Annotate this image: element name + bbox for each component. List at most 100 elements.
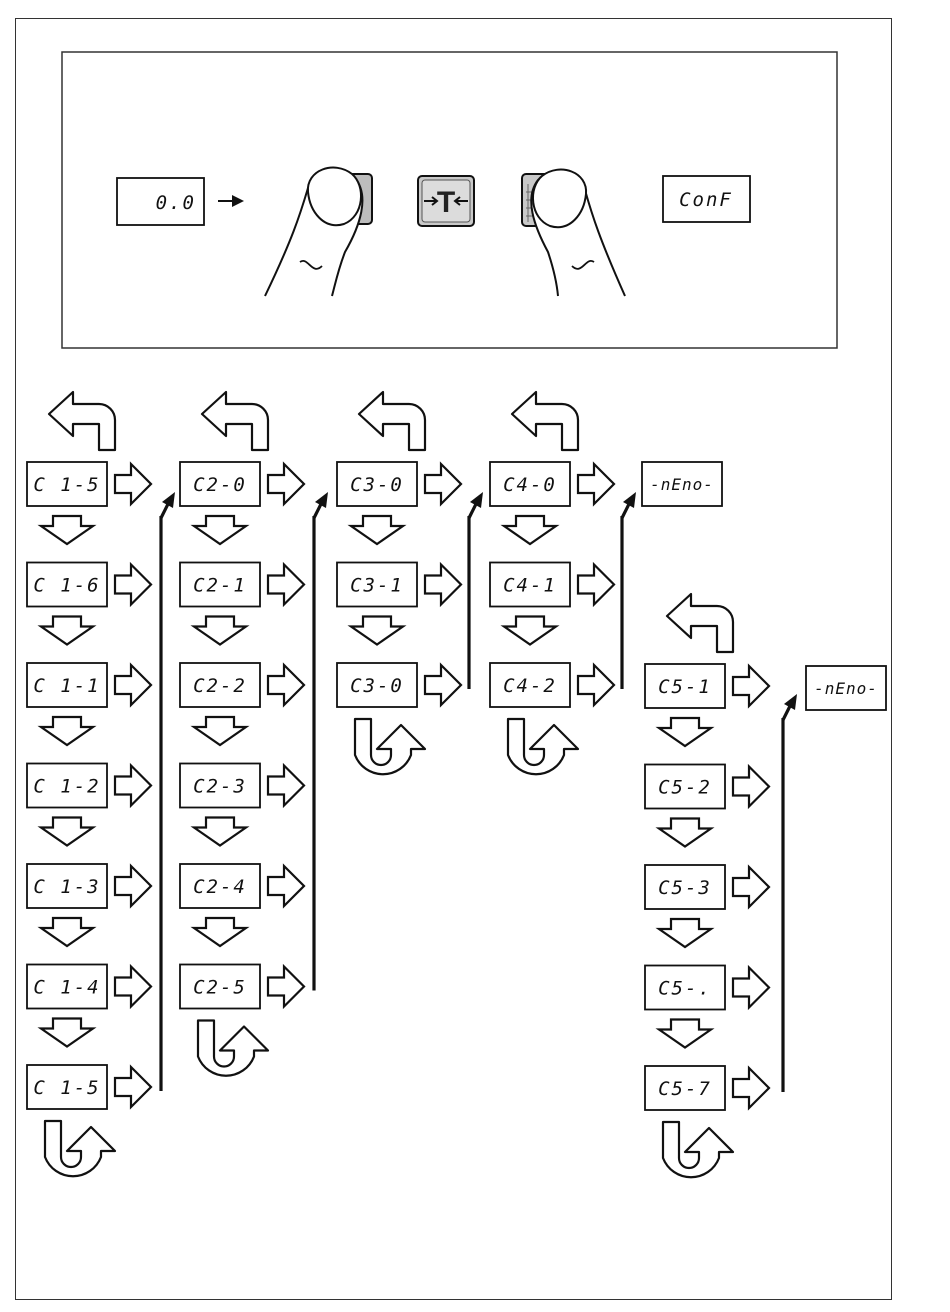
c1-loop-top-icon: [49, 392, 115, 450]
c2-next-arrow-3-icon: [268, 665, 304, 705]
c1-display-2-text: C 1-6: [33, 575, 100, 597]
c2-display-6-text: C2-5: [193, 977, 247, 999]
c2-down-arrow-5-icon: [194, 918, 246, 946]
c1-display-1: C 1-5: [27, 462, 107, 506]
c4-end-display-text: -nEno-: [650, 475, 714, 494]
c3-display-1-text: C3-0: [350, 474, 404, 496]
c5-next-arrow-5-icon: [733, 1068, 769, 1108]
c1-down-arrow-2-icon: [41, 617, 93, 645]
c3-display-3-text: C3-0: [350, 675, 404, 697]
c1-next-arrow-4-icon: [115, 766, 151, 806]
c4-display-3-text: C4-2: [503, 675, 557, 697]
c5-display-5-text: C5-7: [658, 1078, 712, 1100]
c3-loop-bottom-icon: [355, 719, 425, 774]
display-after-text: ConF: [679, 189, 733, 211]
c1-down-arrow-4-icon: [41, 818, 93, 846]
tare-key[interactable]: T: [418, 176, 474, 226]
c5-loop-bottom-icon: [663, 1122, 733, 1177]
finger-left-icon: [265, 168, 362, 296]
c1-loop-bottom-icon: [45, 1121, 115, 1176]
c2-down-arrow-3-icon: [194, 717, 246, 745]
finger-right-icon: [531, 170, 625, 296]
c1-next-arrow-3-icon: [115, 665, 151, 705]
c2-display-4: C2-3: [180, 764, 260, 808]
c1-display-3: C 1-1: [27, 663, 107, 707]
c2-display-1-text: C2-0: [193, 474, 247, 496]
c4-loop-top-icon: [512, 392, 578, 450]
c5-down-arrow-3-icon: [659, 919, 711, 947]
c2-display-3: C2-2: [180, 663, 260, 707]
c1-display-6-text: C 1-4: [33, 977, 100, 999]
c3-loop-top-icon: [359, 392, 425, 450]
c4-end-display: -nEno-: [642, 462, 722, 506]
c3-next-arrow-2-icon: [425, 565, 461, 605]
c2-next-arrow-4-icon: [268, 766, 304, 806]
c1-display-5-text: C 1-3: [33, 876, 100, 898]
c5-display-4-text: C5-.: [658, 978, 712, 1000]
display-before: 0.0: [117, 178, 204, 225]
c2-down-arrow-4-icon: [194, 818, 246, 846]
c4-next-arrow-1-icon: [578, 464, 614, 504]
c1-riser: [161, 492, 175, 1091]
c2-display-2: C2-1: [180, 563, 260, 607]
c1-display-7: C 1-5: [27, 1065, 107, 1109]
c5-display-1-text: C5-1: [658, 676, 712, 698]
c1-next-arrow-6-icon: [115, 967, 151, 1007]
c1-down-arrow-6-icon: [41, 1019, 93, 1047]
c5-down-arrow-2-icon: [659, 819, 711, 847]
c3-next-arrow-3-icon: [425, 665, 461, 705]
c2-display-5: C2-4: [180, 864, 260, 908]
c4-display-1-text: C4-0: [503, 474, 557, 496]
c3-display-3: C3-0: [337, 663, 417, 707]
c1-display-5: C 1-3: [27, 864, 107, 908]
c5-next-arrow-3-icon: [733, 867, 769, 907]
c5-riser: [783, 694, 797, 1092]
c3-down-arrow-1-icon: [351, 516, 403, 544]
c2-display-1: C2-0: [180, 462, 260, 506]
c1-next-arrow-2-icon: [115, 565, 151, 605]
c1-display-4: C 1-2: [27, 764, 107, 808]
c2-loop-top-icon: [202, 392, 268, 450]
c2-next-arrow-2-icon: [268, 565, 304, 605]
display-before-text: 0.0: [156, 192, 196, 214]
c2-down-arrow-2-icon: [194, 617, 246, 645]
c5-display-3: C5-3: [645, 865, 725, 909]
c3-next-arrow-1-icon: [425, 464, 461, 504]
display-after: ConF: [663, 176, 750, 222]
c2-next-arrow-5-icon: [268, 866, 304, 906]
c1-display-4-text: C 1-2: [33, 776, 100, 798]
arrow-right-icon: [218, 195, 244, 207]
c2-down-arrow-1-icon: [194, 516, 246, 544]
c3-display-1: C3-0: [337, 462, 417, 506]
c1-down-arrow-1-icon: [41, 516, 93, 544]
c2-next-arrow-1-icon: [268, 464, 304, 504]
c2-riser: [314, 492, 328, 991]
c4-next-arrow-3-icon: [578, 665, 614, 705]
c2-loop-bottom-icon: [198, 1021, 268, 1076]
c5-display-4: C5-.: [645, 966, 725, 1010]
c2-display-4-text: C2-3: [193, 776, 247, 798]
c1-next-arrow-7-icon: [115, 1067, 151, 1107]
c4-riser: [622, 492, 636, 689]
c5-display-5: C5-7: [645, 1066, 725, 1110]
c1-down-arrow-5-icon: [41, 918, 93, 946]
c1-display-3-text: C 1-1: [33, 675, 100, 697]
c5-next-arrow-4-icon: [733, 968, 769, 1008]
c5-display-2-text: C5-2: [658, 777, 712, 799]
tare-key-label: T: [437, 186, 455, 219]
c5-end-display-text: -nEno-: [814, 679, 878, 698]
c2-next-arrow-6-icon: [268, 967, 304, 1007]
c3-riser: [469, 492, 483, 689]
c4-down-arrow-1-icon: [504, 516, 556, 544]
c1-display-2: C 1-6: [27, 563, 107, 607]
c3-down-arrow-2-icon: [351, 617, 403, 645]
c5-down-arrow-4-icon: [659, 1020, 711, 1048]
c5-display-1: C5-1: [645, 664, 725, 708]
c4-display-2-text: C4-1: [503, 575, 557, 597]
c4-display-1: C4-0: [490, 462, 570, 506]
c4-down-arrow-2-icon: [504, 617, 556, 645]
c3-display-2: C3-1: [337, 563, 417, 607]
c5-next-arrow-1-icon: [733, 666, 769, 706]
c5-display-3-text: C5-3: [658, 877, 712, 899]
